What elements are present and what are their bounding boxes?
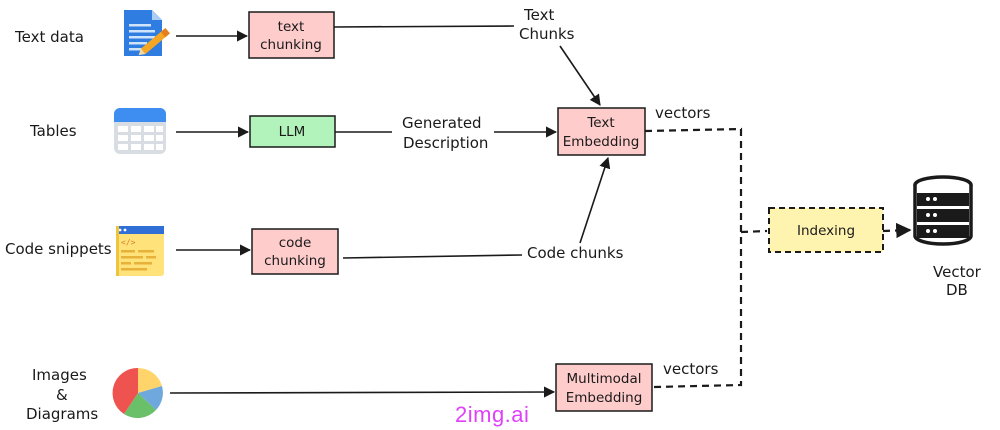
indexing-label: Indexing — [797, 223, 855, 239]
source-label-text-data: Text data — [14, 28, 84, 46]
edge-images-to-multimodal — [169, 386, 556, 398]
database-icon — [913, 175, 973, 246]
edge-label-vectors-top: vectors — [655, 104, 711, 122]
source-label-code-snippets: Code snippets — [5, 240, 112, 258]
code-chunking-box: code chunking — [251, 228, 339, 275]
text-embedding-box: Text Embedding — [557, 107, 646, 156]
edge-label-chunks: Chunks — [519, 25, 575, 43]
edge-bus-to-indexing — [740, 229, 768, 234]
multimodal-embedding-label-line2: Embedding — [566, 390, 643, 406]
edge-codechunking-to-codechunks-label — [342, 254, 523, 259]
code-chunking-label-line2: chunking — [264, 253, 326, 269]
text-embedding-label-line1: Text — [586, 115, 614, 131]
source-label-images: Images — [32, 366, 87, 384]
edge-chunking-to-textchunks-label — [333, 25, 515, 28]
document-pen-icon — [124, 10, 170, 56]
indexing-box: Indexing — [768, 207, 884, 253]
watermark-text: 2img.ai — [455, 402, 530, 427]
pie-chart-icon — [112, 367, 163, 419]
svg-text:</>: </> — [121, 238, 136, 247]
edge-label-vectors-bottom: vectors — [663, 360, 719, 378]
edge-indexing-to-db — [882, 222, 912, 239]
edge-label-code-chunks: Code chunks — [527, 244, 624, 262]
text-chunking-label-line1: text — [278, 19, 305, 35]
code-chunking-label-line1: code — [279, 235, 312, 251]
edge-label-description: Description — [403, 134, 488, 152]
edge-codechunks-to-embedding — [579, 156, 611, 244]
vector-db-label-line2: DB — [946, 281, 968, 299]
text-chunking-box: text chunking — [248, 11, 335, 59]
text-chunking-label-line2: chunking — [260, 37, 322, 53]
edge-label-text: Text — [523, 6, 554, 24]
multimodal-embedding-label-line1: Multimodal — [566, 371, 641, 387]
source-label-diagrams: Diagrams — [26, 405, 98, 423]
multimodal-embedding-box: Multimodal Embedding — [555, 363, 653, 412]
edge-textchunks-to-embedding — [559, 45, 601, 106]
vector-db-label-line1: Vector — [933, 263, 982, 281]
source-label-tables: Tables — [29, 122, 77, 140]
llm-label: LLM — [279, 124, 306, 140]
edge-vectors-dashed-bus — [644, 127, 743, 389]
edge-label-generated: Generated — [402, 114, 482, 132]
code-file-icon: </> — [116, 226, 164, 276]
table-icon — [114, 108, 166, 154]
llm-box: LLM — [249, 115, 336, 148]
source-label-ampersand: & — [56, 386, 68, 404]
text-embedding-label-line2: Embedding — [563, 134, 640, 150]
